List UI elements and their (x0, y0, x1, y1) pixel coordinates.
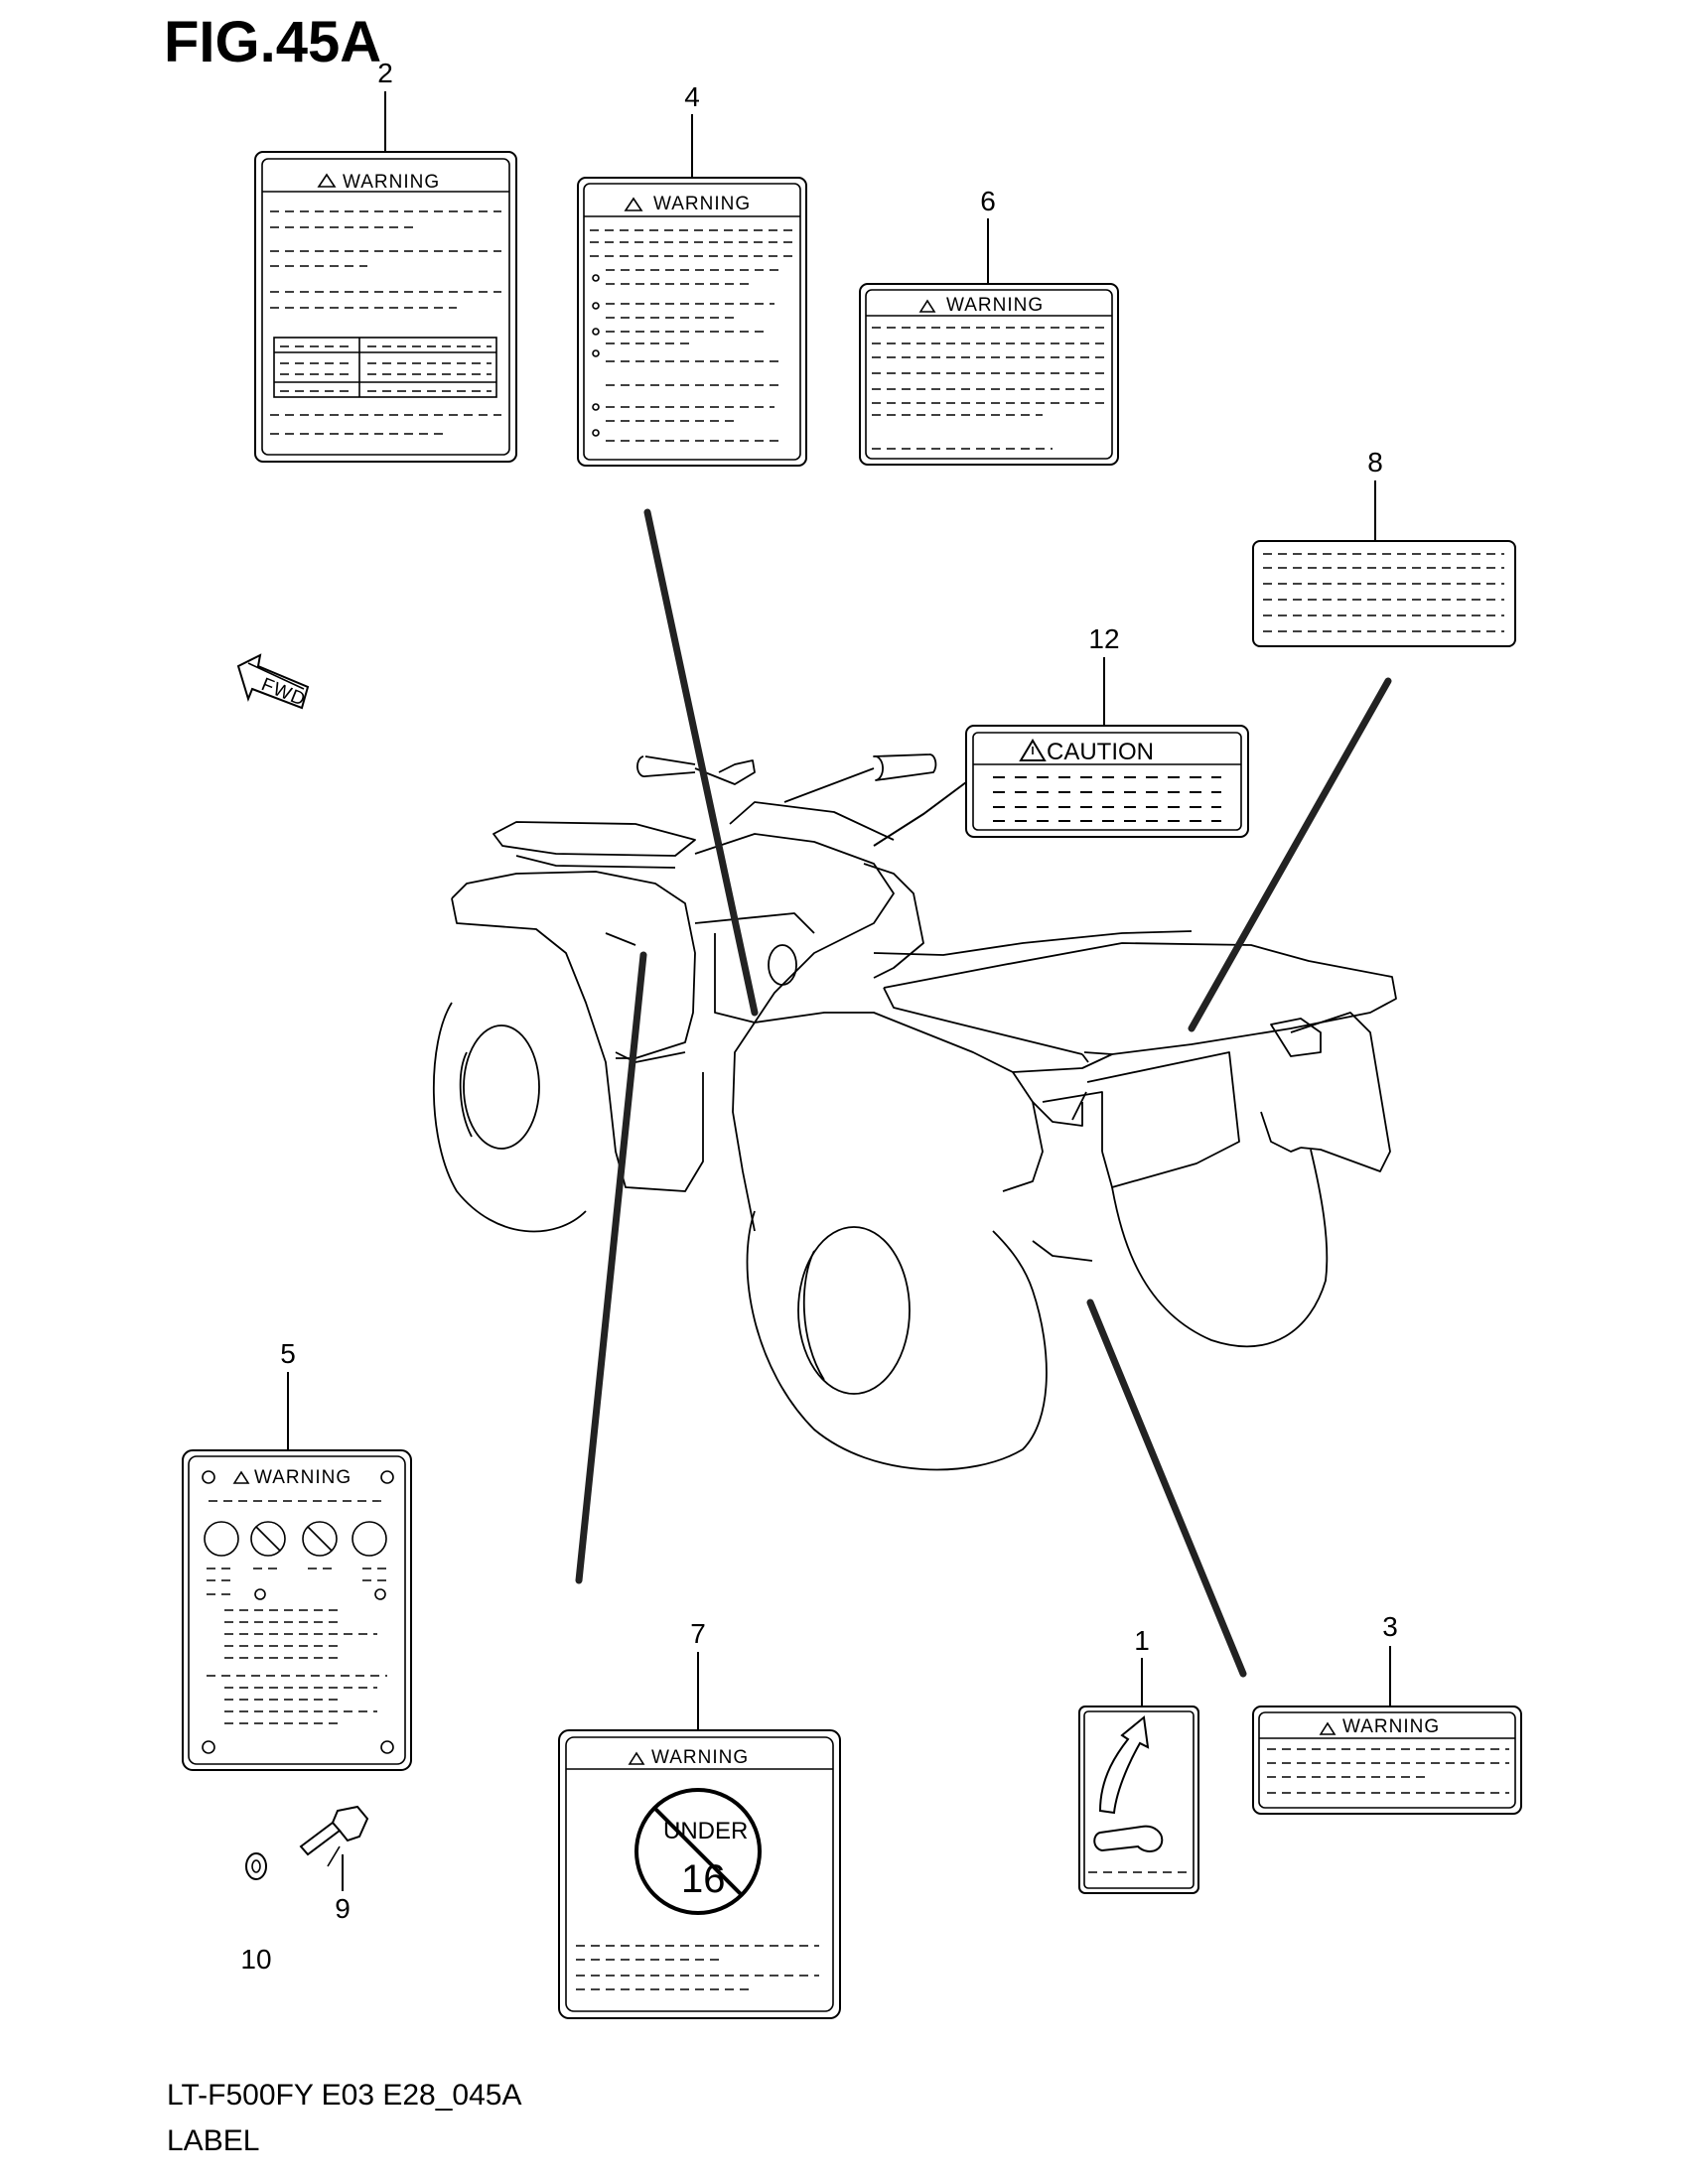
label-3-warning: WARNING (1252, 1646, 1522, 1815)
label-12-caution: CAUTION (965, 657, 1249, 838)
lever-icon (1093, 1825, 1164, 1852)
label-2-warning: WARNING (254, 91, 517, 463)
warning-triangle-icon (1319, 1721, 1336, 1735)
callout-8: 8 (1367, 447, 1383, 478)
atv-outline (432, 753, 1397, 1471)
figure-title: FIG.45A (164, 10, 381, 74)
fwd-arrow-icon: FWD (236, 653, 310, 711)
pictogram-icon (302, 1521, 338, 1557)
label-6-warning: WARNING (859, 218, 1119, 466)
section-name: LABEL (167, 2124, 259, 2157)
label-2-warning-text: WARNING (343, 172, 440, 193)
callout-1: 1 (1134, 1625, 1150, 1656)
label-5-warning-text: WARNING (254, 1467, 352, 1488)
pictogram-icon (352, 1521, 387, 1557)
label-8 (1252, 480, 1516, 647)
callout-6: 6 (980, 186, 996, 216)
caution-text: CAUTION (1047, 739, 1154, 765)
label-4-warning-text: WARNING (653, 194, 751, 214)
label-4-warning: WARNING (577, 114, 807, 467)
model-code: LT-F500FY E03 E28_045A (167, 2079, 521, 2112)
warning-triangle-icon (317, 173, 337, 188)
age-text: 16 (681, 1857, 726, 1901)
callout-9: 9 (335, 1893, 351, 1924)
pictogram-icon (250, 1521, 286, 1557)
callout-10: 10 (240, 1944, 271, 1975)
warning-triangle-icon (232, 1470, 250, 1484)
warning-triangle-icon (918, 299, 936, 313)
label-5-warning: WARNING (182, 1372, 412, 1771)
prohibition-circle-icon (634, 1788, 762, 1915)
callout-4: 4 (684, 81, 700, 112)
warning-triangle-icon (628, 1751, 645, 1765)
callout-12: 12 (1088, 623, 1119, 654)
label-3-warning-text: WARNING (1342, 1716, 1440, 1737)
label-7-warning-text: WARNING (651, 1747, 749, 1768)
pictogram-icon (204, 1521, 239, 1557)
pointer-lines (575, 508, 1392, 1678)
callout-3: 3 (1382, 1611, 1398, 1642)
under-text: UNDER (663, 1818, 748, 1844)
washer-part-10 (245, 1852, 267, 1880)
caution-triangle-icon (1019, 739, 1047, 761)
label-7-warning: WARNING UNDER 16 (558, 1652, 841, 2019)
callout-5: 5 (280, 1338, 296, 1369)
label-1 (1078, 1658, 1199, 1894)
callout-7: 7 (690, 1618, 706, 1649)
warning-triangle-icon (624, 197, 643, 211)
callout-2: 2 (377, 58, 393, 88)
arrow-up-icon (1098, 1715, 1150, 1815)
label-6-warning-text: WARNING (946, 295, 1044, 316)
rivet-part-9 (299, 1805, 369, 1867)
